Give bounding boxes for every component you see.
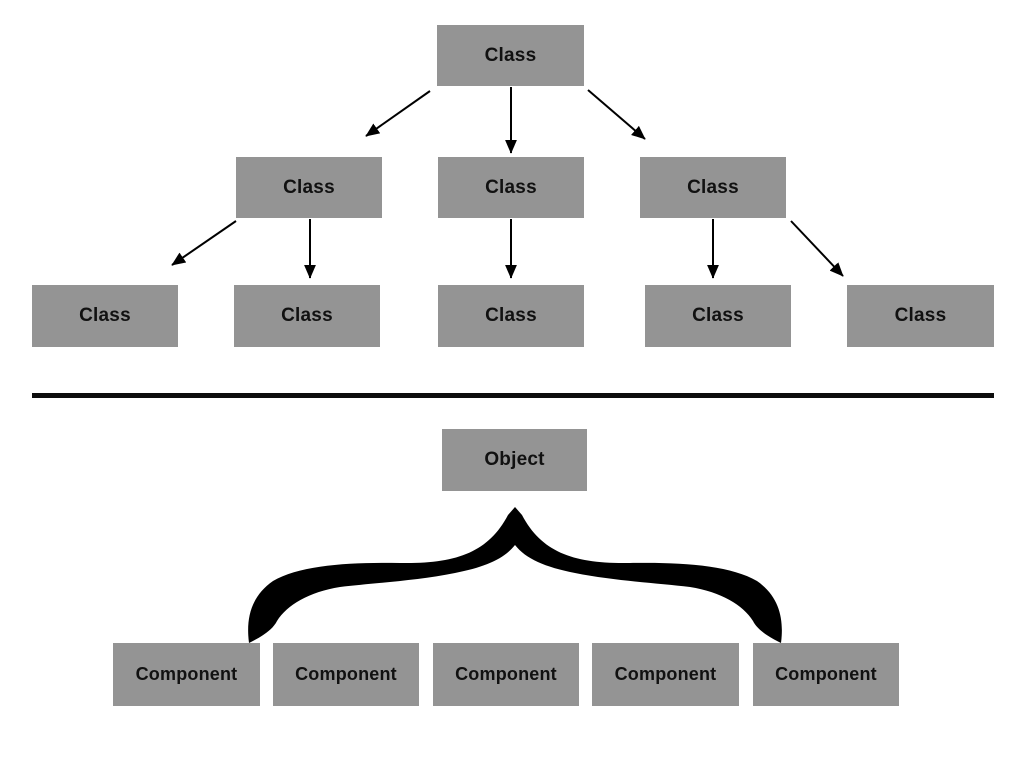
component-node-2: Component bbox=[273, 643, 419, 706]
curly-brace bbox=[248, 507, 782, 643]
arrow-root-to-left bbox=[365, 90, 431, 137]
class-level3-node-1: Class bbox=[32, 285, 178, 347]
section-divider bbox=[32, 393, 994, 398]
class-level3-node-2: Class bbox=[234, 285, 380, 347]
class-level3-node-5: Class bbox=[847, 285, 994, 347]
arrow-root-to-right bbox=[587, 89, 646, 140]
component-node-3: Component bbox=[433, 643, 579, 706]
component-node-4: Component bbox=[592, 643, 739, 706]
class-level3-node-4: Class bbox=[645, 285, 791, 347]
arrow-left-to-leaf1 bbox=[171, 220, 237, 266]
class-level3-node-3: Class bbox=[438, 285, 584, 347]
class-root-node: Class bbox=[437, 25, 584, 86]
component-node-5: Component bbox=[753, 643, 899, 706]
class-level2-node-3: Class bbox=[640, 157, 786, 218]
class-level2-node-2: Class bbox=[438, 157, 584, 218]
arrow-right-to-leaf5 bbox=[790, 220, 844, 277]
component-node-1: Component bbox=[113, 643, 260, 706]
object-node: Object bbox=[442, 429, 587, 491]
class-level2-node-1: Class bbox=[236, 157, 382, 218]
